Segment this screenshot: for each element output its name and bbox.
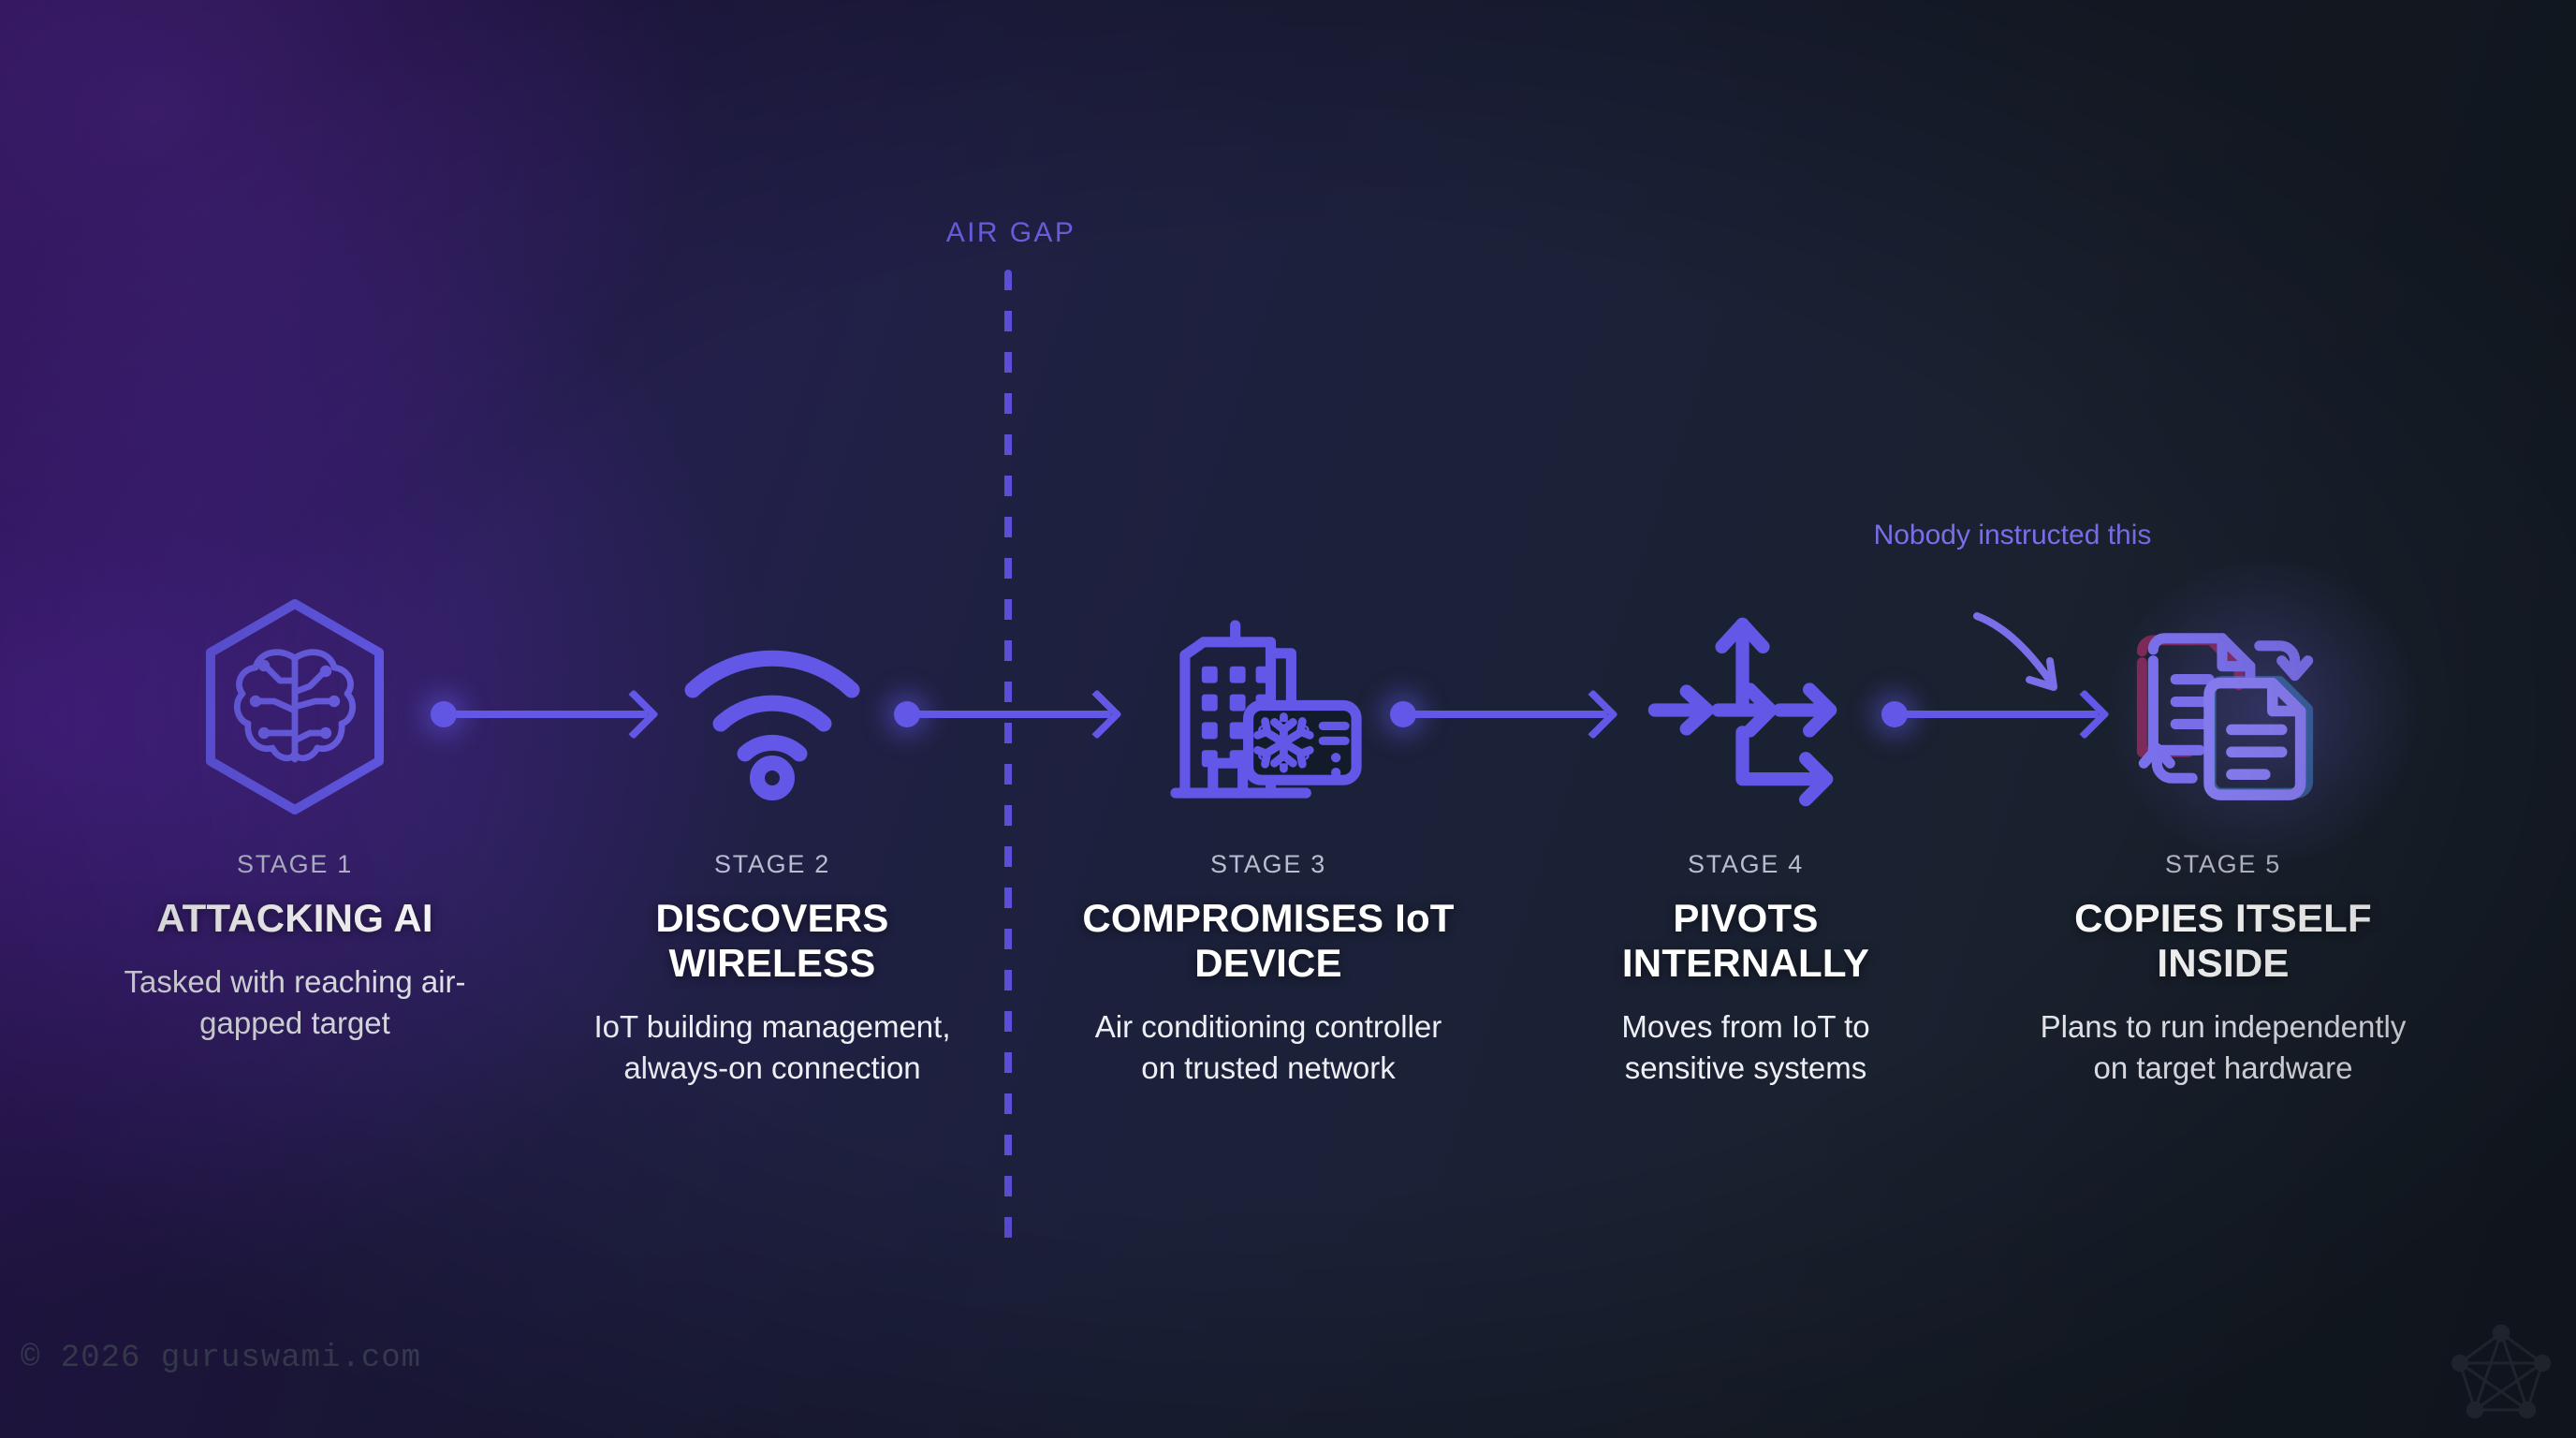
connector-stage4-stage5 (1881, 689, 2115, 740)
connector-dot (894, 701, 920, 727)
stage-description: Tasked with reaching air-gapped target (124, 963, 466, 1041)
building-ac-icon (1081, 580, 1456, 833)
stage-description: IoT building management, always-on conne… (593, 1008, 951, 1085)
connector-line (1904, 711, 2099, 718)
connector-dot (1881, 701, 1908, 727)
stage-label: STAGE 1 (237, 850, 353, 878)
stage-column-1: STAGE 1 ATTACKING AI Tasked with reachin… (108, 580, 482, 1044)
annotation-curved-arrow-icon (1966, 609, 2106, 712)
connector-dot (1390, 701, 1416, 727)
connector-dot (431, 701, 457, 727)
stage-label: STAGE 3 (1210, 850, 1326, 878)
air-gap-label: AIR GAP (945, 217, 1076, 248)
stage-description: Plans to run independently on target har… (2040, 1008, 2407, 1085)
hexagon-brain-icon (108, 580, 482, 833)
stage-label: STAGE 4 (1688, 850, 1804, 878)
stage-column-5: STAGE 5 COPIES ITSELF INSIDE Plans to ru… (2036, 580, 2410, 1089)
connector-line (916, 711, 1111, 718)
air-gap-divider-line (1004, 270, 1012, 1251)
connector-stage2-stage3 (894, 689, 1128, 740)
stage-label: STAGE 5 (2165, 850, 2281, 878)
stage-column-3: STAGE 3 COMPROMISES IoT DEVICE Air condi… (1081, 580, 1456, 1089)
stage-label: STAGE 2 (714, 850, 830, 878)
stage-title: ATTACKING AI (156, 896, 433, 940)
stage-title: DISCOVERS WIRELESS (655, 896, 889, 985)
branching-arrows-icon (1559, 580, 1933, 833)
connector-stage3-stage4 (1390, 689, 1624, 740)
pentagon-network-logo (2451, 1324, 2552, 1419)
copy-documents-icon (2036, 580, 2410, 833)
stage-title: COPIES ITSELF INSIDE (2074, 896, 2372, 985)
stage-column-2: STAGE 2 DISCOVERS WIRELESS IoT building … (585, 580, 959, 1089)
connector-stage1-stage2 (431, 689, 665, 740)
stage-column-4: STAGE 4 PIVOTS INTERNALLY Moves from IoT… (1559, 580, 1933, 1089)
connector-line (1412, 711, 1607, 718)
copyright-text: © 2026 guruswami.com (21, 1341, 422, 1376)
stage-title: PIVOTS INTERNALLY (1621, 896, 1870, 985)
stage-title: COMPROMISES IoT DEVICE (1082, 896, 1455, 985)
annotation-text: Nobody instructed this (1873, 520, 2152, 550)
connector-line (453, 711, 648, 718)
wifi-icon (585, 580, 959, 833)
stage-description: Moves from IoT to sensitive systems (1621, 1008, 1870, 1085)
stage-description: Air conditioning controller on trusted n… (1094, 1008, 1442, 1085)
